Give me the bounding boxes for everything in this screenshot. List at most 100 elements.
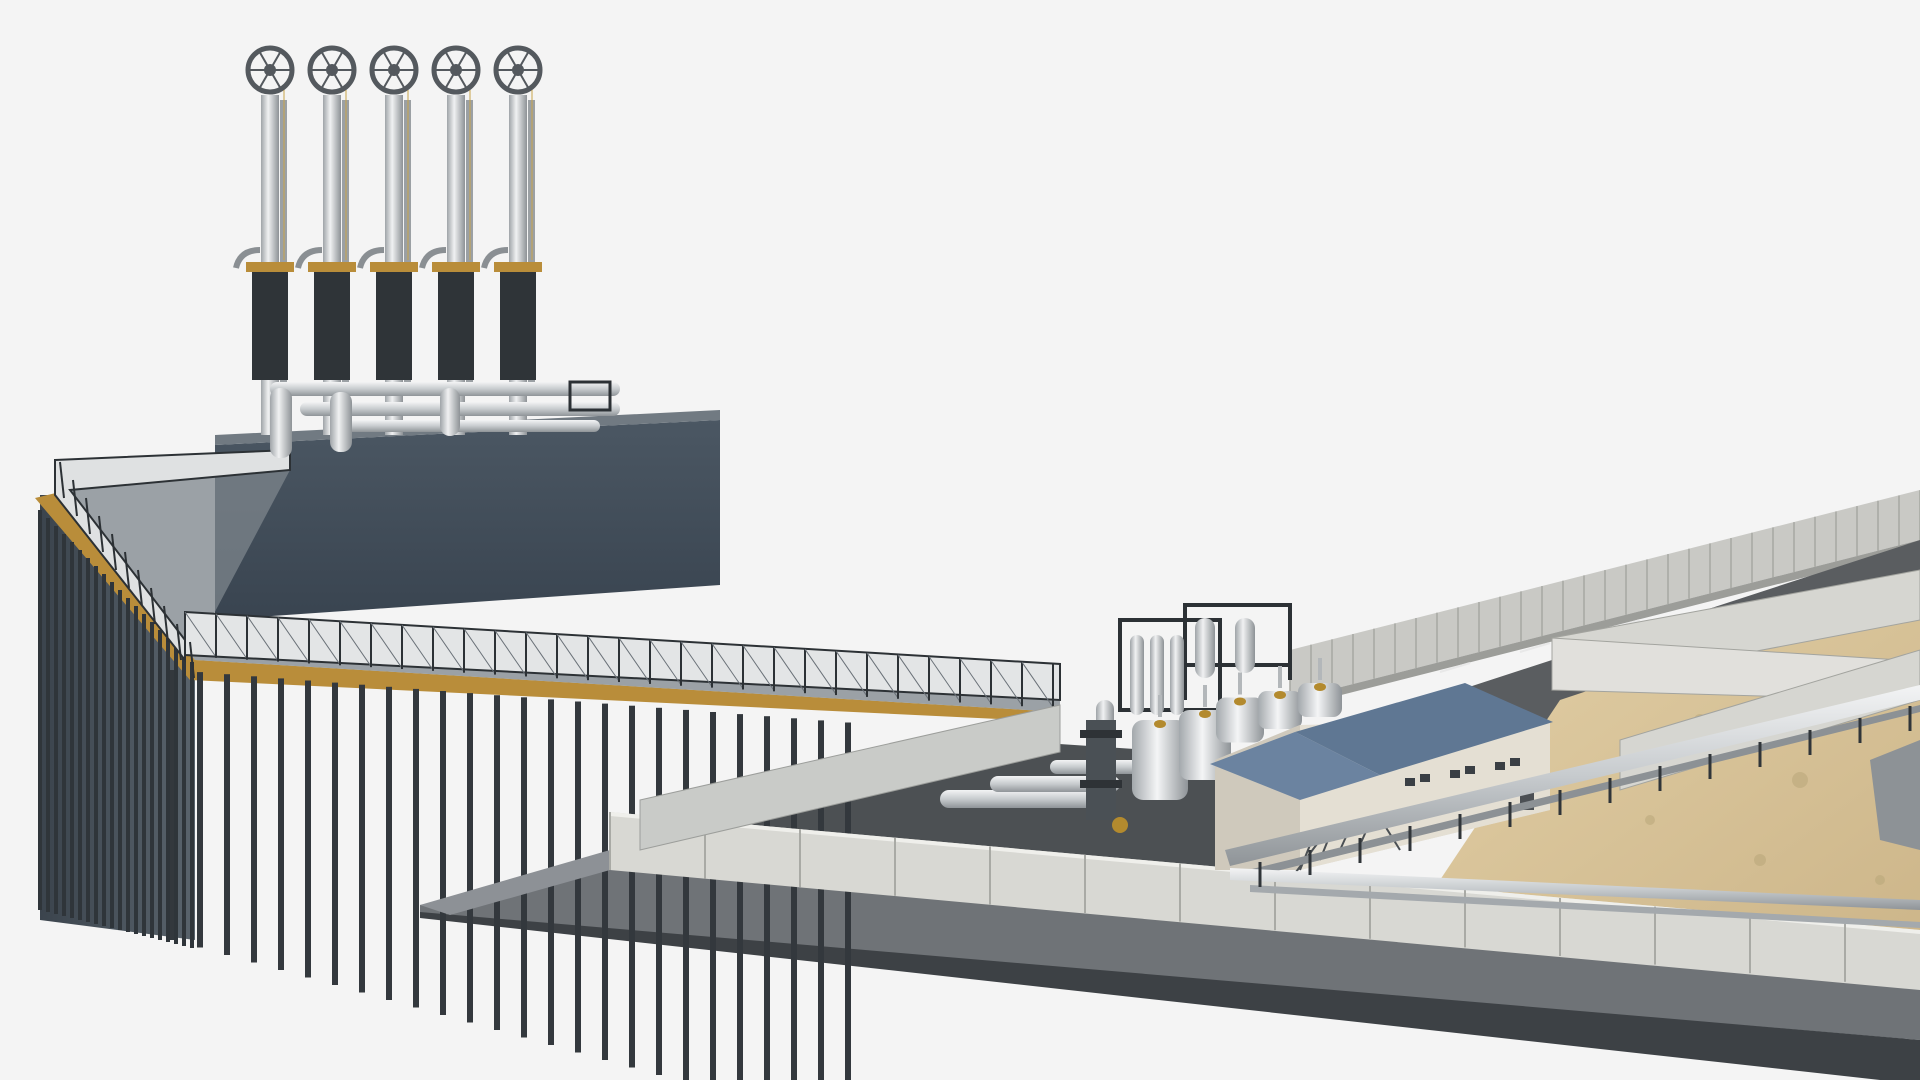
rack-post <box>137 569 143 607</box>
vessel-body <box>1258 691 1302 729</box>
jetty-pile <box>764 716 770 1080</box>
arm-platform <box>494 262 542 272</box>
rack-post <box>72 479 78 517</box>
jetty-pile <box>332 682 338 985</box>
jetty-pile <box>278 678 284 970</box>
arm-platform <box>308 262 356 272</box>
jetty-pile <box>166 638 170 942</box>
rack-brace <box>401 624 434 671</box>
jetty-pile <box>656 707 662 1075</box>
vessel-body <box>1298 683 1342 717</box>
rack-brace <box>339 621 372 667</box>
rack-brace <box>773 647 806 693</box>
rack-brace <box>184 611 217 658</box>
arm-base <box>438 270 474 380</box>
vessel-outlet <box>1238 672 1242 695</box>
rack-post <box>124 551 130 589</box>
vessel-body <box>1216 697 1264 743</box>
building-window <box>1450 770 1460 778</box>
rack-brace <box>742 645 775 691</box>
arm-spoke <box>269 52 281 71</box>
rack-brace <box>680 641 713 688</box>
vessel-outlet <box>1318 658 1322 680</box>
jetty-pile <box>118 590 122 930</box>
rack-brace <box>246 615 279 662</box>
arm-spoke <box>269 69 281 88</box>
arm-hose <box>419 247 447 269</box>
storage-vessels <box>1132 658 1342 800</box>
scrubber-column <box>1080 720 1128 833</box>
rack-post <box>98 515 104 553</box>
arm-spoke <box>393 52 405 71</box>
rack-brace <box>215 613 248 660</box>
jetty-pile <box>737 714 743 1080</box>
arm-base <box>500 270 536 380</box>
arm-spoke <box>259 69 271 88</box>
jetty-pile <box>359 684 365 993</box>
rack-post <box>59 461 65 499</box>
jetty-pile <box>190 662 194 948</box>
rack-brace <box>959 658 992 704</box>
rack-post <box>189 641 195 679</box>
manifold-pipes <box>270 380 620 458</box>
building-window <box>1510 758 1520 766</box>
jetty-pile <box>386 686 392 1000</box>
rack-brace <box>928 656 961 702</box>
arm-spoke <box>445 52 457 71</box>
jetty-pile <box>174 646 178 944</box>
arm-swivel <box>307 45 357 95</box>
arm-swivel <box>245 45 295 95</box>
arm-spoke <box>383 69 395 88</box>
building-window <box>1465 766 1475 774</box>
jetty-pile <box>818 720 824 1080</box>
grey-pad <box>1870 740 1920 850</box>
arm-hose <box>295 247 323 269</box>
jetty-pile <box>413 688 419 1008</box>
arm-spoke <box>331 69 343 88</box>
jetty-pile <box>305 680 311 978</box>
jetty-pile <box>134 606 138 934</box>
building-window <box>1405 778 1415 786</box>
arm-spoke <box>321 69 333 88</box>
rack-brace <box>525 632 558 678</box>
vessel-outlet <box>1203 685 1207 707</box>
rack-brace <box>649 639 682 686</box>
arm-spoke <box>517 69 529 88</box>
loading-arm <box>233 45 295 435</box>
jetty-pile <box>845 722 851 1080</box>
jetty-pile <box>683 709 689 1080</box>
rack-post <box>163 605 169 643</box>
arm-platform <box>246 262 294 272</box>
arm-spoke <box>455 52 467 71</box>
rack-brace <box>897 654 930 701</box>
arm-spoke <box>507 69 519 88</box>
jetty-pile <box>46 518 50 912</box>
jetty-pile <box>182 654 186 946</box>
perimeter-wall-far-posts <box>1289 490 1920 700</box>
rack-post <box>176 623 182 661</box>
arm-swivel <box>431 45 481 95</box>
storage-vessel <box>1132 695 1188 800</box>
rack-brace <box>277 617 310 663</box>
arm-spoke <box>321 52 333 71</box>
jetty-pile <box>110 582 114 928</box>
vaporizer-coils <box>1130 618 1255 715</box>
arm-base <box>252 270 288 380</box>
vessel-cap <box>1274 691 1286 699</box>
jetty-pile <box>602 703 608 1060</box>
vessel-body <box>1132 720 1188 800</box>
arm-spoke <box>393 69 405 88</box>
arm-hose <box>233 247 261 269</box>
loading-arms <box>233 45 543 435</box>
jetty-pile <box>629 705 635 1068</box>
jetty-pile <box>62 534 66 916</box>
storage-vessel <box>1216 672 1264 743</box>
jetty-pile <box>102 574 106 926</box>
jetty-pile <box>494 695 500 1030</box>
arm-hose <box>481 247 509 269</box>
jetty-pile <box>150 622 154 938</box>
rack-brace <box>432 626 465 673</box>
vessel-cap <box>1199 710 1211 718</box>
loading-arm <box>481 45 543 435</box>
